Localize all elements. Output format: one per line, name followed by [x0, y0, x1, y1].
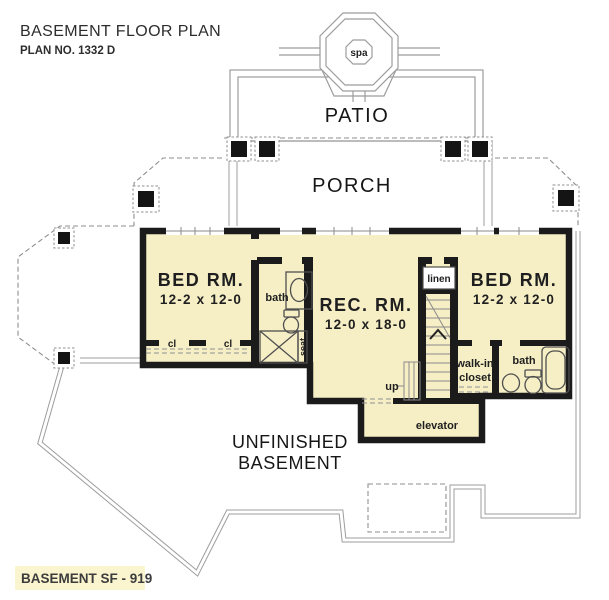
post — [440, 136, 466, 162]
interior-walls — [143, 228, 569, 404]
patio-label: PATIO — [325, 105, 390, 127]
window — [461, 227, 494, 235]
basement-outline — [37, 231, 581, 577]
post — [53, 227, 75, 249]
post — [53, 347, 75, 369]
cl-right-label: cl — [224, 339, 233, 350]
floor-envelope — [139, 227, 573, 444]
vanity-counter — [285, 271, 313, 310]
post — [552, 184, 580, 212]
stairs — [396, 295, 451, 401]
bed-left-dims: 12-2 x 12-0 — [160, 292, 242, 307]
window — [316, 227, 389, 235]
window — [280, 227, 302, 235]
main-floor: linen — [139, 227, 573, 444]
sink — [501, 373, 521, 393]
elevator-label: elevator — [416, 420, 459, 432]
winder-steps — [403, 361, 421, 401]
post — [226, 136, 252, 162]
bed-right-dims: 12-2 x 12-0 — [473, 292, 555, 307]
rec-room-dims: 12-0 x 18-0 — [325, 317, 407, 332]
spa-label: spa — [350, 48, 368, 59]
up-label: up — [385, 381, 399, 393]
tub — [541, 346, 570, 394]
bath-right-label: bath — [512, 355, 536, 367]
walk-in-closet-label-2: closet — [459, 372, 491, 384]
unfinished-basement-label-1: UNFINISHED — [232, 432, 348, 452]
page-title: BASEMENT FLOOR PLAN — [20, 23, 221, 40]
spa: spa — [279, 12, 440, 102]
dashed-details — [146, 348, 491, 404]
porch-label: PORCH — [312, 175, 392, 197]
toilet-bowl — [524, 375, 542, 395]
window — [499, 227, 539, 235]
linen-closet: linen — [422, 266, 456, 290]
post — [132, 185, 160, 213]
bath-left-fixtures — [259, 271, 313, 364]
post — [467, 136, 493, 162]
bed-left-name: BED RM. — [158, 270, 245, 290]
sf-callout: BASEMENT SF - 919 — [15, 566, 152, 590]
porch-posts — [53, 136, 580, 369]
post — [254, 136, 280, 162]
linen-label: linen — [427, 274, 450, 285]
shower-seat — [259, 330, 308, 364]
bath-right-fixtures — [501, 346, 570, 395]
toilet-bowl — [282, 316, 300, 334]
sink — [289, 277, 309, 303]
unfinished-basement-label-2: BASEMENT — [238, 453, 342, 473]
rec-room-name: REC. RM. — [320, 295, 413, 315]
bath-left-label: bath — [265, 292, 289, 304]
sf-label: BASEMENT SF - 919 — [21, 571, 152, 586]
cl-left-label: cl — [168, 339, 177, 350]
window — [166, 227, 224, 235]
walk-in-closet-label-1: walk-in — [455, 358, 494, 370]
tub-inner — [545, 350, 566, 390]
bed-right-name: BED RM. — [471, 270, 558, 290]
basement-step-hidden-edge — [367, 483, 447, 533]
seat-label: seat — [298, 338, 308, 356]
plan-number: PLAN NO. 1332 D — [20, 45, 115, 57]
sf-highlight — [15, 566, 145, 590]
up-arrow-icon — [429, 328, 447, 340]
